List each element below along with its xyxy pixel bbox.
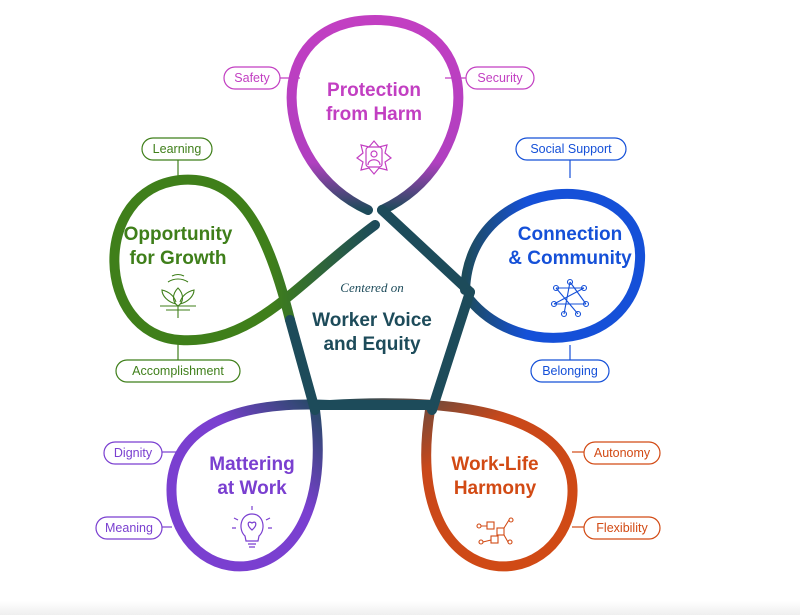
tag-accomplishment: Accomplishment: [115, 359, 241, 383]
tag-learning-label: Learning: [153, 142, 202, 156]
petal-opportunity-title-line2: for Growth: [129, 248, 226, 269]
tag-safety: Safety: [223, 66, 281, 90]
petal-loop-protection: [286, 14, 464, 215]
petal-opportunity: Opportunity for Growth Learning Accompli…: [115, 137, 241, 383]
petal-protection-title-line2: from Harm: [326, 104, 422, 125]
petal-protection-title-line1: Protection: [327, 80, 421, 101]
star-line-left-bottom: [285, 315, 320, 415]
lightbulb-heart-icon: [232, 506, 272, 548]
petal-loop-connection: [460, 188, 646, 343]
tag-connectors: [160, 77, 584, 528]
petal-mattering-title-line1: Mattering: [209, 454, 295, 475]
puzzle-network-icon: [476, 517, 514, 545]
tag-flexibility-label: Flexibility: [596, 521, 648, 535]
tag-security: Security: [465, 66, 535, 90]
tag-social-support: Social Support: [515, 137, 627, 161]
shield-person-icon: [355, 140, 393, 175]
petal-mattering-title-line2: at Work: [217, 478, 287, 499]
center-subtitle: Centered on: [340, 280, 403, 295]
tag-accomplishment-label: Accomplishment: [132, 364, 224, 378]
tag-autonomy: Autonomy: [583, 441, 661, 465]
tag-dignity: Dignity: [103, 441, 163, 465]
petal-mattering: Mattering at Work Dignity Meaning: [95, 441, 295, 548]
petal-connection: Connection & Community Social Support Be…: [508, 137, 632, 383]
petal-connection-title-line1: Connection: [518, 224, 623, 245]
star-line-top-right: [377, 205, 475, 297]
petal-connection-title-line2: & Community: [508, 248, 632, 269]
petal-worklife: Work-Life Harmony Autonomy Flexibility: [451, 441, 661, 545]
tag-belonging: Belonging: [530, 359, 610, 383]
tag-security-label: Security: [477, 71, 523, 85]
center-title-line1: Worker Voice: [312, 310, 432, 331]
tag-safety-label: Safety: [234, 71, 270, 85]
petal-loop-worklife: [325, 398, 578, 572]
tag-meaning-label: Meaning: [105, 521, 153, 535]
lotus-icon: [160, 273, 196, 318]
petal-protection: Protection from Harm Safety Security: [223, 66, 535, 175]
petal-opportunity-title-line1: Opportunity: [124, 224, 233, 245]
tag-dignity-label: Dignity: [114, 446, 153, 460]
tag-belonging-label: Belonging: [542, 364, 598, 378]
center-label: Centered on Worker Voice and Equity: [312, 280, 432, 355]
center-title-line2: and Equity: [323, 334, 421, 355]
petal-worklife-title-line2: Harmony: [454, 478, 537, 499]
petal-loop-opportunity: [109, 174, 380, 346]
tag-learning: Learning: [141, 137, 213, 161]
tag-social-support-label: Social Support: [530, 142, 612, 156]
tag-meaning: Meaning: [95, 516, 163, 540]
tag-autonomy-label: Autonomy: [594, 446, 651, 460]
bottom-edge-fade: [0, 601, 800, 615]
tag-flexibility: Flexibility: [583, 516, 661, 540]
petal-loop-mattering: [166, 399, 335, 572]
network-icon: [550, 278, 590, 318]
star-line-right-bottom: [427, 287, 475, 415]
petal-worklife-title-line1: Work-Life: [451, 454, 538, 475]
